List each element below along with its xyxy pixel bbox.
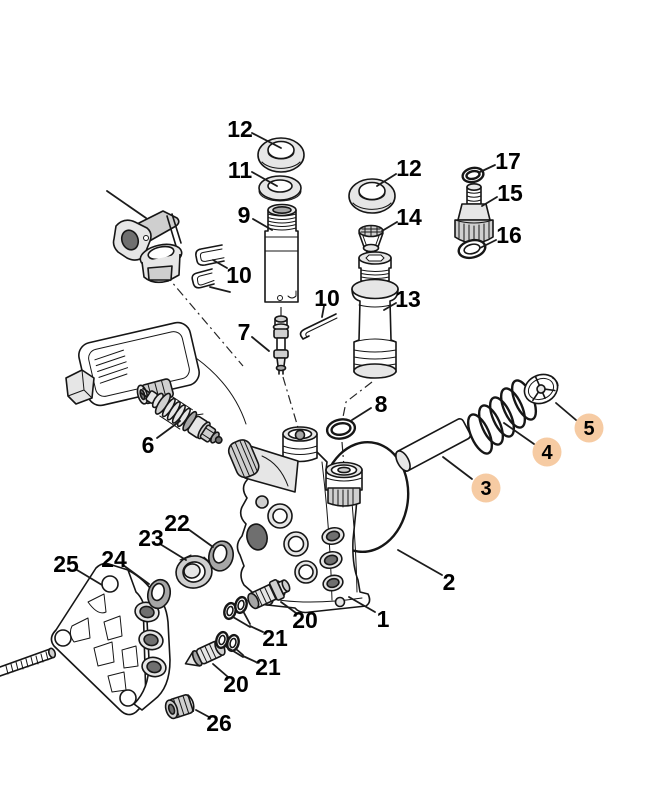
leader-line-13-0 [383, 302, 397, 311]
leader-line-22-0 [187, 528, 214, 548]
leader-line-2-0 [397, 549, 443, 576]
part-sketch-pump-body [227, 426, 371, 614]
leader-line-21a-2 [242, 610, 251, 625]
callout-4[interactable]: 4 [541, 442, 553, 464]
callout-20a: 20 [292, 607, 318, 633]
callout-8: 8 [375, 391, 388, 417]
callout-10b: 10 [314, 285, 340, 311]
highlight-circle-3[interactable] [471, 473, 501, 503]
leader-line-10a-0 [212, 259, 228, 269]
leader-line-21b-1 [224, 645, 244, 658]
callout-12b: 12 [396, 155, 422, 181]
part-sketch-orings-21 [215, 595, 248, 653]
leader-line-3-0 [442, 456, 473, 480]
part-sketch-cylinder-9 [264, 203, 299, 303]
leader-line-15-0 [481, 196, 498, 207]
callout-25: 25 [53, 551, 79, 577]
callout-26: 26 [206, 710, 232, 736]
part-sketch-valve-7 [272, 315, 290, 375]
unlabeled-leader-to-trigger-valve [106, 190, 147, 219]
callout-21a: 21 [262, 625, 288, 651]
leader-line-21a-1 [232, 616, 251, 628]
callout-1: 1 [377, 606, 390, 632]
part-sketch-pin-3 [394, 418, 472, 472]
leader-line-20a-0 [280, 601, 297, 614]
part-sketch-plug-26 [164, 694, 195, 720]
leader-line-21a-0 [249, 625, 264, 633]
callout-6: 6 [142, 432, 155, 458]
leader-line-12b-0 [376, 173, 397, 187]
highlight-circle-4[interactable] [532, 437, 562, 467]
part-sketch-bent-pin-10 [299, 313, 338, 340]
part-sketch-port-a [282, 426, 318, 463]
part-sketch-ring-12b [348, 178, 396, 214]
leader-line-23-0 [159, 543, 187, 561]
leader-line-11-0 [251, 171, 278, 187]
part-sketch-seal-24 [146, 578, 172, 610]
part-sketch-oring-17 [461, 166, 485, 184]
part-sketch-nut-23 [175, 554, 213, 589]
callout-9: 9 [238, 202, 251, 228]
part-sketch-ring-22 [208, 540, 234, 572]
leader-line-4-0 [503, 422, 535, 445]
leader-line-12a-0 [251, 132, 282, 149]
extra-lines [106, 190, 147, 219]
leader-line-25-0 [76, 569, 103, 586]
callout-7: 7 [238, 319, 251, 345]
leader-line-7-0 [251, 336, 270, 352]
leader-line-9-0 [252, 218, 273, 231]
callout-21b: 21 [255, 654, 281, 680]
leader-line-10a-1 [209, 286, 231, 293]
part-sketch-retainer-5 [523, 373, 559, 405]
leader-line-5-0 [555, 402, 577, 421]
callout-16: 16 [496, 222, 522, 248]
callout-2: 2 [443, 569, 456, 595]
highlight-circle-5[interactable] [574, 413, 604, 443]
leader-line-1-0 [348, 596, 376, 613]
callout-17: 17 [495, 148, 521, 174]
leader-line-16-0 [479, 239, 497, 249]
callout-24: 24 [101, 546, 127, 572]
part-sketch-clips-10 [191, 244, 225, 289]
callout-5[interactable]: 5 [583, 418, 594, 440]
leader-line-14-0 [381, 221, 398, 232]
callout-3[interactable]: 3 [480, 478, 491, 500]
part-sketch-oring-8 [325, 418, 357, 440]
leader-line-8-0 [351, 407, 372, 421]
leader-line-6-0 [156, 420, 181, 439]
leader-line-26-0 [195, 709, 210, 718]
part-sketch-unloader-6 [139, 387, 223, 444]
part-sketch-cylinder-13 [351, 251, 399, 379]
callout-15: 15 [497, 180, 523, 206]
part-sketch-ring-12a [257, 137, 305, 173]
callout-10a: 10 [226, 262, 252, 288]
leader-line-21b-0 [242, 655, 257, 663]
part-sketch-trigger-valve [112, 210, 183, 284]
leader-line-17-0 [479, 164, 496, 173]
part-sketch-inlet-horn [227, 439, 299, 493]
part-sketch-port-b [325, 461, 363, 508]
callout-13: 13 [395, 286, 421, 312]
callout-12a: 12 [227, 116, 253, 142]
callout-layer: 1234567891010111212131415161720202121222… [53, 116, 604, 736]
part-sketch-connector-15 [454, 183, 494, 244]
leader-line-21b-2 [235, 648, 244, 656]
callout-14: 14 [396, 204, 422, 230]
leader-line-10b-0 [321, 305, 325, 318]
callout-20b: 20 [223, 671, 249, 697]
callout-11: 11 [228, 157, 253, 183]
leader-line-24-0 [122, 564, 150, 585]
leader-line-20b-0 [212, 663, 229, 678]
callout-23: 23 [138, 525, 164, 551]
callout-22: 22 [164, 510, 190, 536]
part-sketch-bolt [0, 647, 57, 677]
part-sketch-valve-20a [247, 579, 291, 610]
